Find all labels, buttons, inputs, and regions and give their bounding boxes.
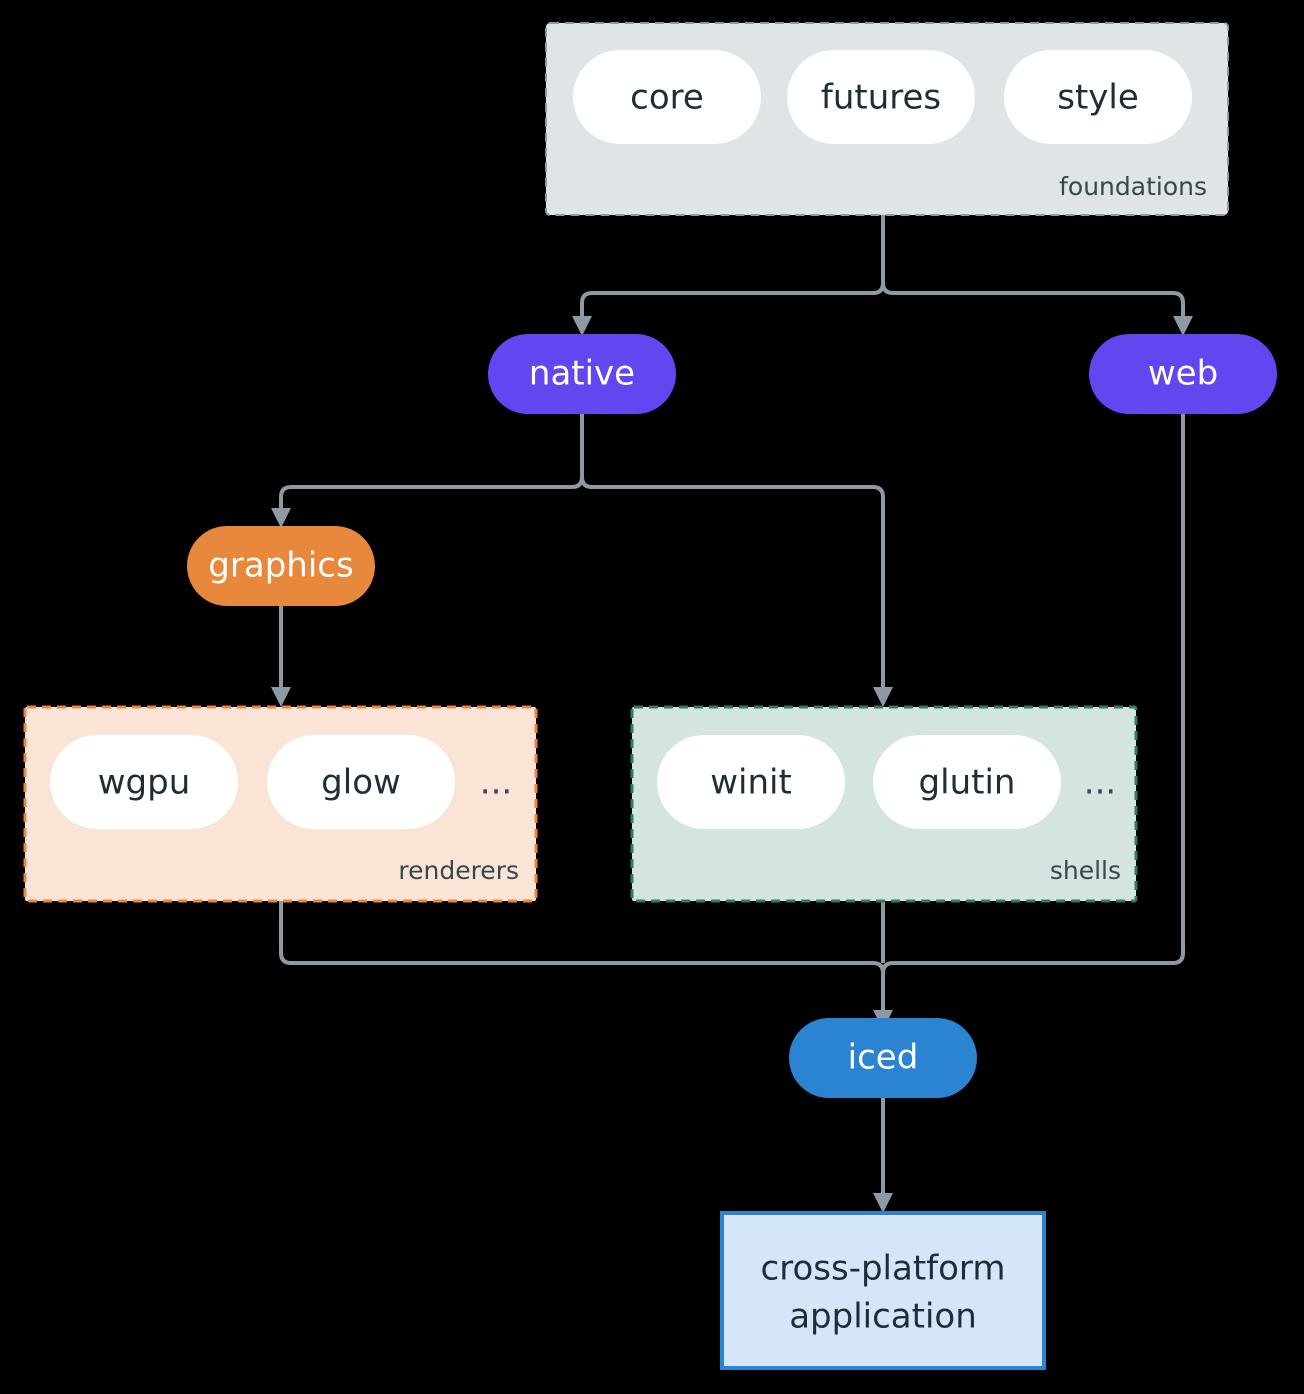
node-native-label: native xyxy=(529,354,635,394)
edge-native-shells xyxy=(580,476,885,693)
node-web-shape[interactable] xyxy=(1089,334,1277,414)
node-application-shape[interactable] xyxy=(720,1211,1046,1370)
pill-wgpu[interactable] xyxy=(50,735,238,829)
arrowhead-shells xyxy=(873,687,893,707)
arrowhead-native xyxy=(572,316,592,336)
shells-ellipsis: ... xyxy=(1084,763,1116,803)
node-web-label: web xyxy=(1148,354,1218,394)
renderers-group-label: renderers xyxy=(398,856,519,885)
edge-renderers-iced xyxy=(279,901,885,1016)
pill-futures[interactable] xyxy=(787,50,975,144)
node-iced-label: iced xyxy=(848,1038,919,1078)
pill-glutin-label: glutin xyxy=(919,763,1016,803)
arrowhead-graphics xyxy=(271,508,291,528)
node-iced[interactable]: iced xyxy=(789,1018,977,1098)
pill-futures-label: futures xyxy=(821,78,941,118)
pill-style[interactable] xyxy=(1004,50,1192,144)
pill-glow[interactable] xyxy=(267,735,455,829)
arrowhead-application xyxy=(873,1193,893,1213)
pill-style-label: style xyxy=(1057,78,1139,118)
pill-wgpu-label: wgpu xyxy=(98,763,191,803)
node-application[interactable]: cross-platform application xyxy=(720,1211,1046,1370)
group-foundations[interactable]: core futures style foundations xyxy=(545,22,1229,216)
pill-core[interactable] xyxy=(573,50,761,144)
group-shells[interactable]: winit glutin ... shells xyxy=(630,705,1138,903)
arrowhead-renderers xyxy=(271,687,291,707)
pill-glow-label: glow xyxy=(321,763,401,803)
node-application-label-line2: application xyxy=(789,1297,977,1337)
node-graphics[interactable]: graphics xyxy=(187,526,375,606)
edge-native-split xyxy=(279,414,584,514)
group-renderers[interactable]: wgpu glow ... renderers xyxy=(23,705,538,903)
pill-glutin[interactable] xyxy=(873,735,1061,829)
edge-web-iced xyxy=(881,414,1185,1016)
foundations-group-label: foundations xyxy=(1059,172,1207,201)
node-native-shape[interactable] xyxy=(488,334,676,414)
edge-foundations-split xyxy=(580,215,885,322)
edge-layer xyxy=(271,215,1193,1213)
node-graphics-label: graphics xyxy=(208,546,353,586)
pill-core-label: core xyxy=(630,78,704,118)
shells-group-label: shells xyxy=(1050,856,1121,885)
node-graphics-shape[interactable] xyxy=(187,526,375,606)
node-application-label-line1: cross-platform xyxy=(761,1249,1006,1289)
pill-winit-label: winit xyxy=(710,763,792,803)
node-iced-shape[interactable] xyxy=(789,1018,977,1098)
arrowhead-web xyxy=(1173,316,1193,336)
renderers-ellipsis: ... xyxy=(480,763,512,803)
node-web[interactable]: web xyxy=(1089,334,1277,414)
pill-winit[interactable] xyxy=(657,735,845,829)
node-native[interactable]: native xyxy=(488,334,676,414)
edge-foundations-web xyxy=(881,282,1185,322)
